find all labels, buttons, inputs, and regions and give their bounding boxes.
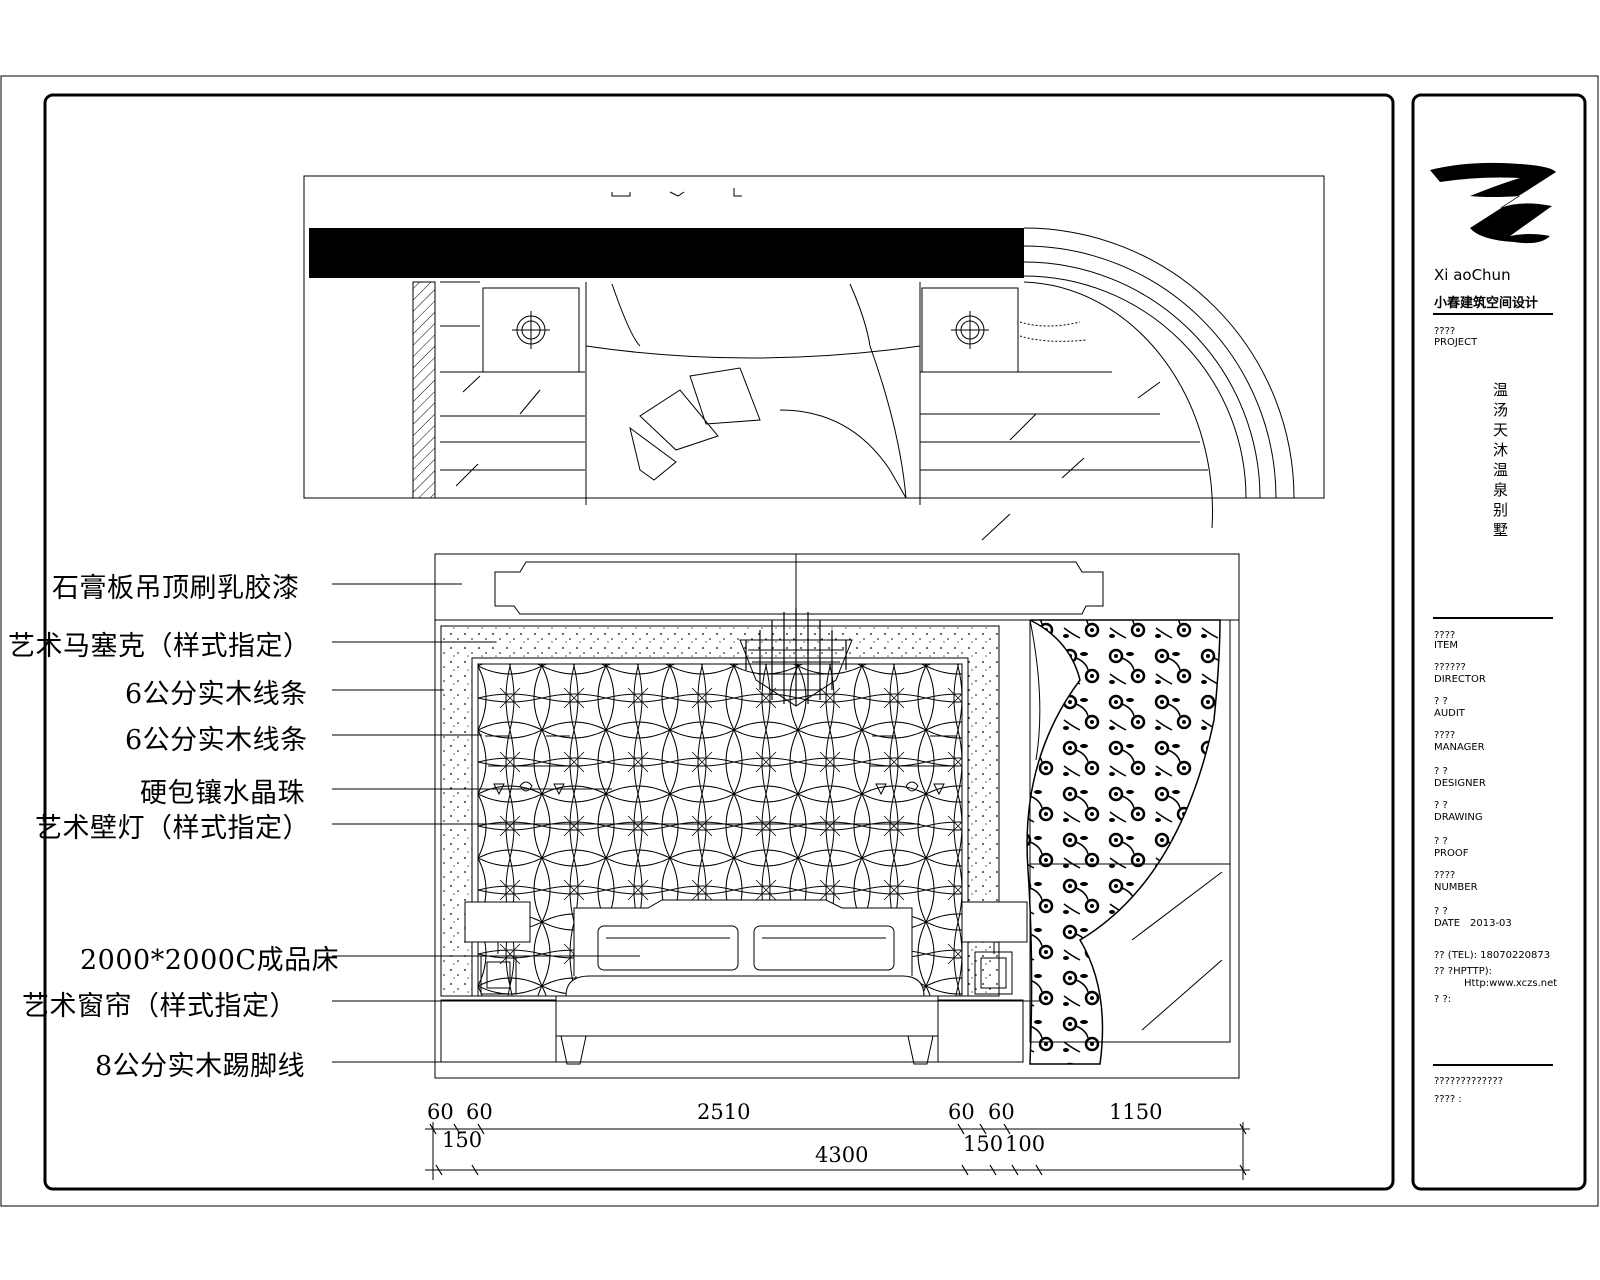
drawing-label: DRAWING xyxy=(1434,812,1483,823)
callout-wood-strip-1: 6公分实木线条 xyxy=(125,679,308,710)
dim-100: 100 xyxy=(1005,1132,1046,1156)
floor-plan-view xyxy=(303,175,1325,541)
dim-1150: 1150 xyxy=(1109,1100,1163,1124)
date-value: 2013-03 xyxy=(1470,918,1512,929)
audit-label: AUDIT xyxy=(1434,708,1465,719)
logo-latin: Xi aoChun xyxy=(1434,266,1511,284)
callout-skirting: 8公分实木踢脚线 xyxy=(95,1051,306,1082)
number-label: NUMBER xyxy=(1434,882,1478,893)
dim-60-c: 60 xyxy=(948,1100,975,1124)
footer-line-2: ???? : xyxy=(1434,1094,1462,1105)
dimension-lines xyxy=(425,1122,1250,1180)
url-line: Http:www.xczs.net xyxy=(1464,978,1558,989)
manager-q: ???? xyxy=(1434,730,1456,741)
drawing-q: ? ? xyxy=(1434,800,1448,811)
logo-chinese: 小春建筑空间设计 xyxy=(1434,296,1539,311)
callout-wood-strip-2: 6公分实木线条 xyxy=(125,725,308,756)
designer-label: DESIGNER xyxy=(1434,778,1486,789)
dim-2510: 2510 xyxy=(697,1100,751,1124)
callout-mosaic: 艺术马塞克（样式指定） xyxy=(8,631,311,662)
item-q: ???? xyxy=(1434,630,1456,641)
callout-curtain: 艺术窗帘（样式指定） xyxy=(22,991,297,1022)
title-block-lines xyxy=(1433,313,1553,1066)
callout-leaders xyxy=(332,583,1040,1063)
elevation-view xyxy=(434,553,1240,1079)
manager-label: MANAGER xyxy=(1434,742,1485,753)
footer-line-1: ????????????? xyxy=(1434,1076,1503,1087)
dim-60-d: 60 xyxy=(988,1100,1015,1124)
project-name: 温汤天沐温泉别墅 xyxy=(1493,381,1509,539)
callout-wall-lamp: 艺术壁灯（样式指定） xyxy=(35,813,310,844)
tel-line: ?? (TEL): 18070220873 xyxy=(1434,950,1551,961)
dim-4300: 4300 xyxy=(815,1143,869,1167)
project-q: ???? xyxy=(1434,326,1456,337)
proof-label: PROOF xyxy=(1434,848,1469,859)
callout-bed: 2000*2000C成品床 xyxy=(80,945,340,976)
number-q: ???? xyxy=(1434,870,1456,881)
project-label: PROJECT xyxy=(1434,337,1478,348)
designer-q: ? ? xyxy=(1434,766,1448,777)
audit-q: ? ? xyxy=(1434,696,1448,707)
http-line: ?? ?HPTTP): xyxy=(1434,966,1492,977)
item-label: ITEM xyxy=(1434,640,1459,651)
dim-150-a: 150 xyxy=(442,1128,483,1152)
director-label: DIRECTOR xyxy=(1434,674,1486,685)
proof-q: ? ? xyxy=(1434,836,1448,847)
fax-line: ? ?: xyxy=(1434,994,1452,1005)
director-q: ?????? xyxy=(1434,662,1466,673)
date-q: ? ? xyxy=(1434,906,1448,917)
xiaochun-logo xyxy=(1430,162,1556,244)
dim-60-b: 60 xyxy=(466,1100,493,1124)
dim-150-b: 150 xyxy=(963,1132,1004,1156)
date-label: DATE xyxy=(1434,918,1461,929)
callout-crystal-panel: 硬包镶水晶珠 xyxy=(140,778,305,809)
dim-60-a: 60 xyxy=(427,1100,454,1124)
callout-ceiling: 石膏板吊顶刷乳胶漆 xyxy=(52,573,300,604)
